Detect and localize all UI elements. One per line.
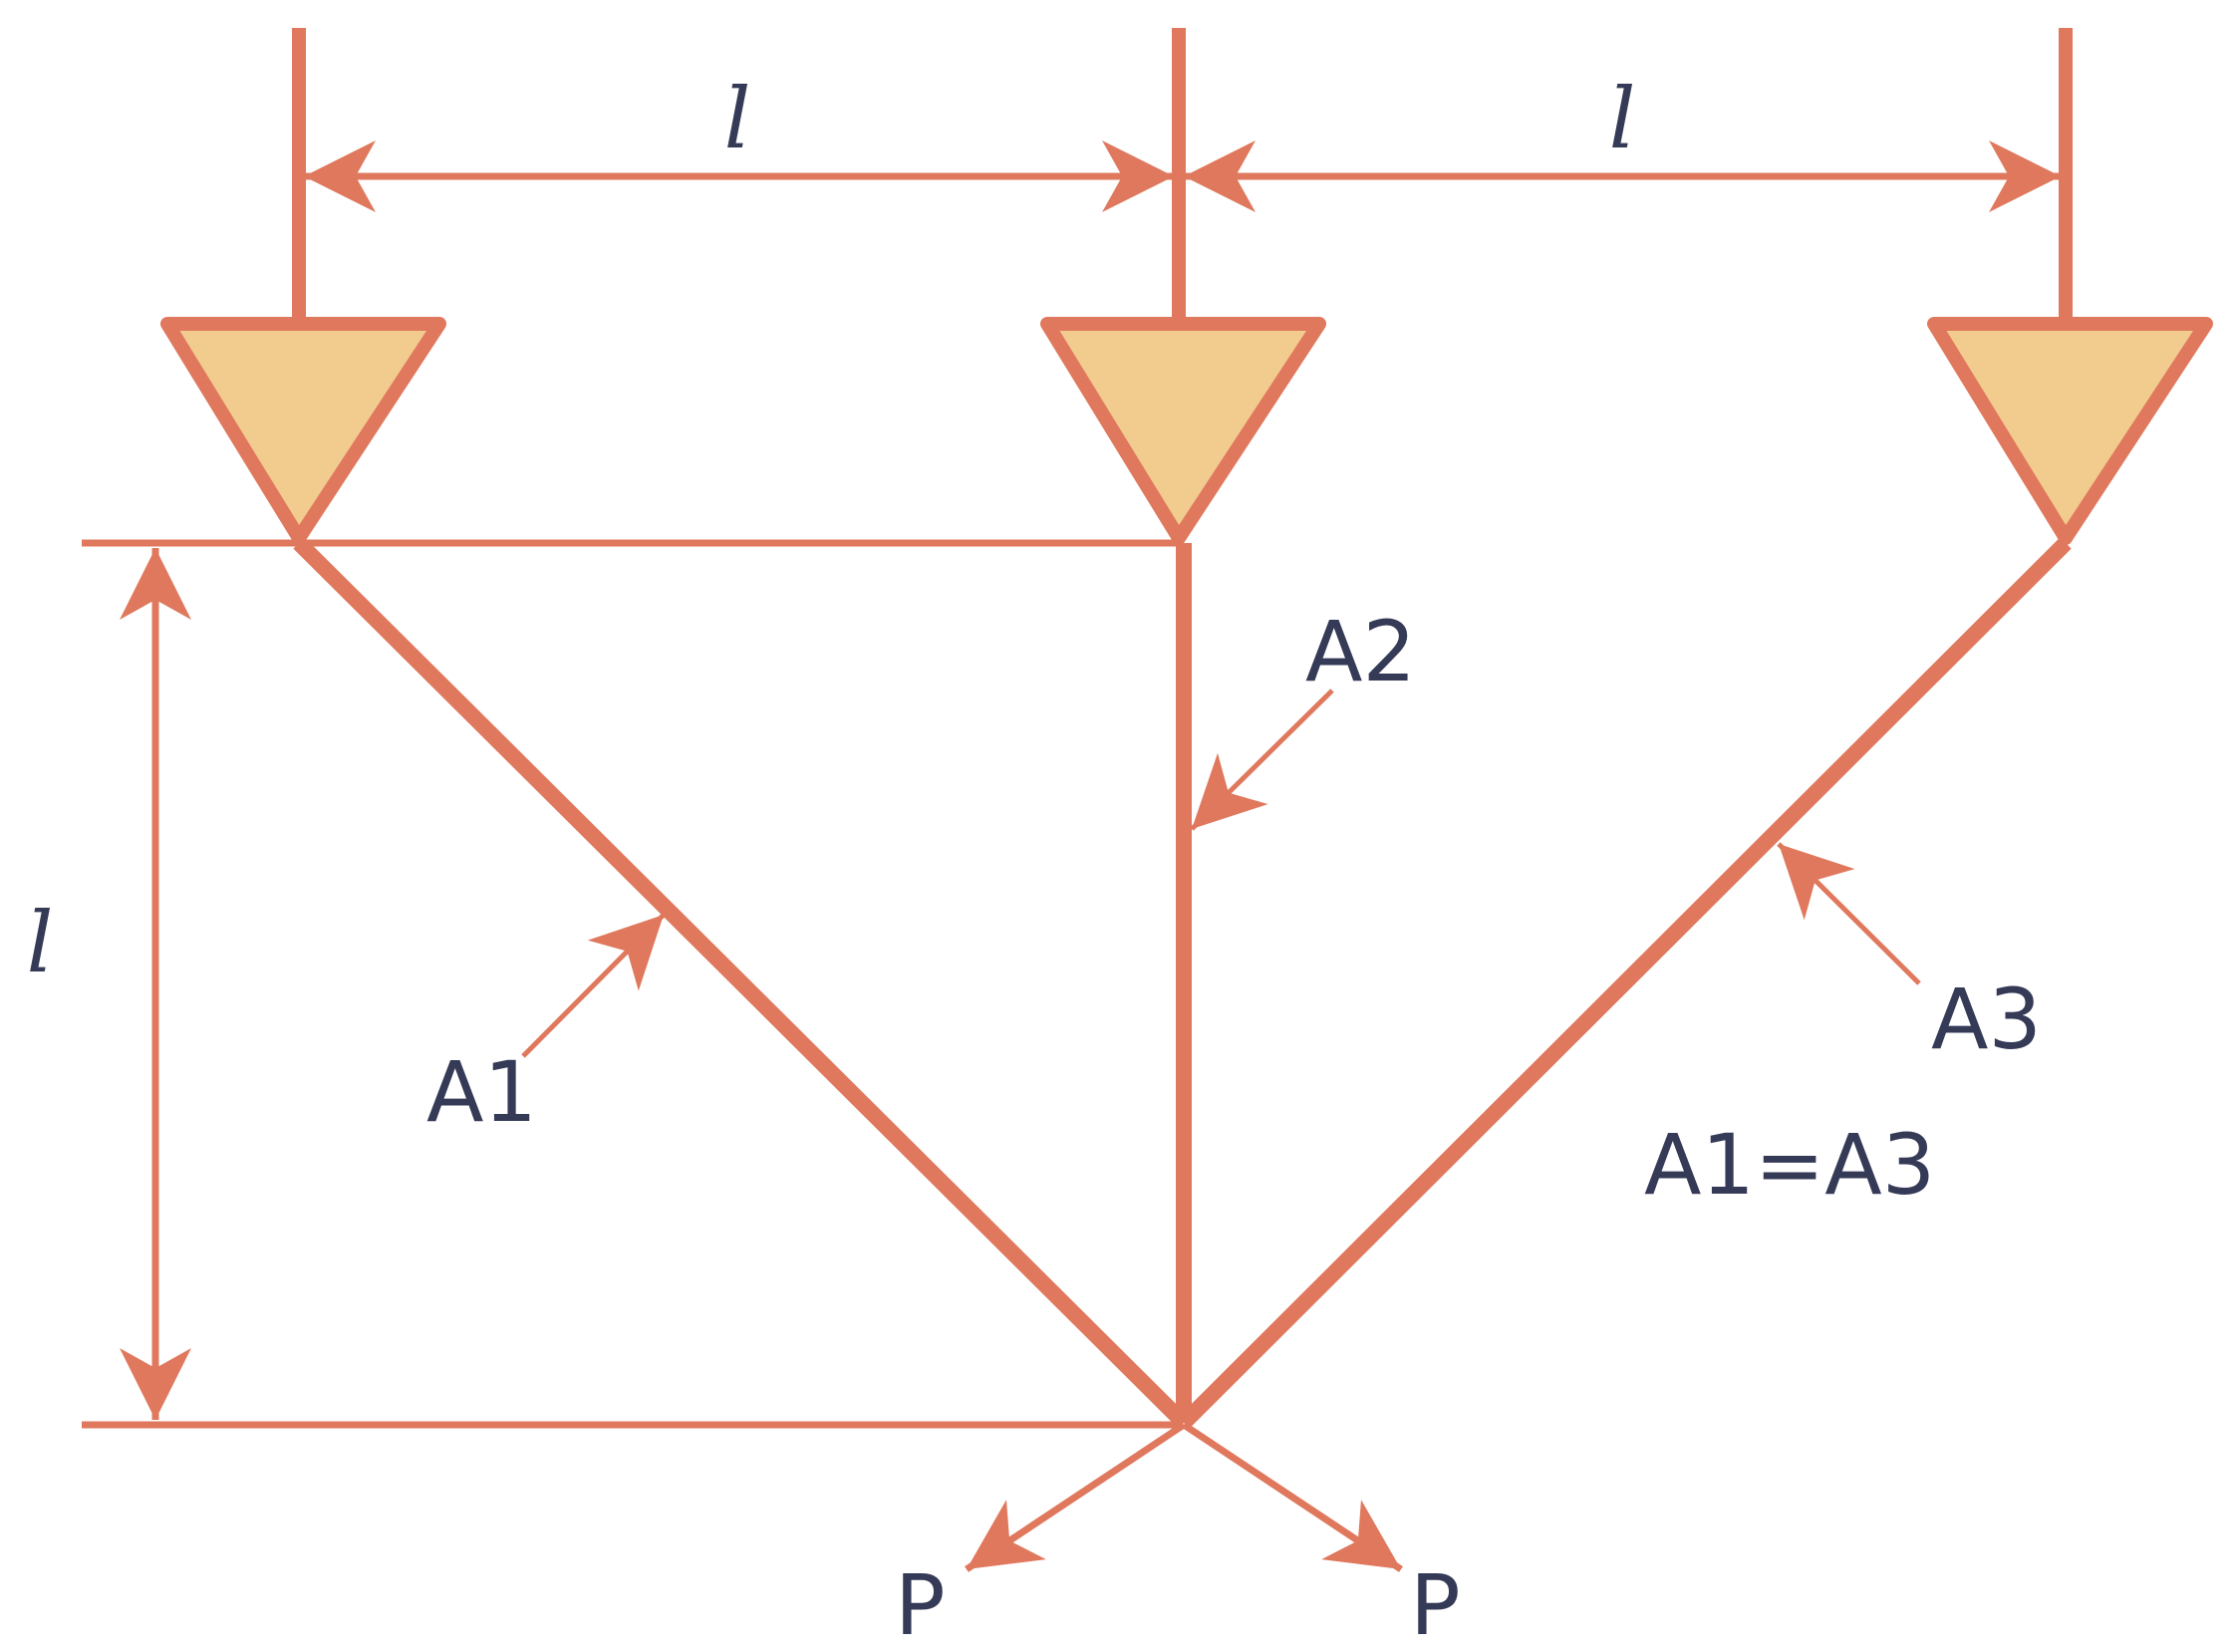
support-left — [160, 28, 446, 545]
member-a3 — [1178, 537, 2072, 1429]
support-middle — [1040, 28, 1326, 545]
leader-a2 — [1190, 688, 1334, 831]
member-a1 — [293, 537, 1190, 1429]
load-arrow-right — [1182, 1422, 1403, 1572]
leader-a3 — [1777, 842, 1921, 985]
label-load-left: P — [895, 1556, 946, 1652]
label-a2: A2 — [1305, 603, 1416, 700]
load-arrow-left — [965, 1422, 1186, 1572]
label-area-relation: A1=A3 — [1644, 1116, 1935, 1214]
leader-a1 — [521, 913, 666, 1058]
dimension-label-left: l — [27, 894, 54, 991]
label-load-right: P — [1410, 1556, 1461, 1652]
support-right — [1927, 28, 2213, 545]
dimension-label-top-right: l — [1609, 70, 1636, 167]
label-a3: A3 — [1931, 970, 2042, 1068]
dimension-label-top-left: l — [724, 70, 751, 167]
label-a1: A1 — [426, 1043, 537, 1141]
